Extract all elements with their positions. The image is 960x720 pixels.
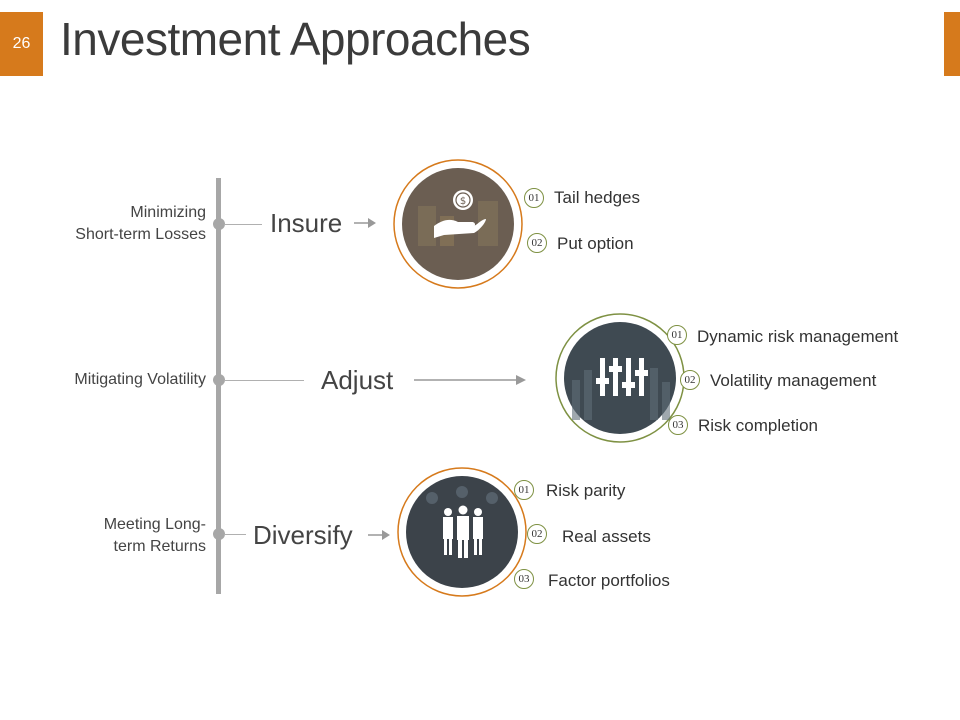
item-number-badge: 02 (527, 233, 547, 253)
list-item: Volatility management (710, 371, 877, 390)
item-number-badge: 01 (524, 188, 544, 208)
timeline-dot (213, 218, 225, 230)
timeline-dot (213, 374, 225, 386)
item-number-badge: 02 (680, 370, 700, 390)
goal-line: Short-term Losses (75, 226, 206, 243)
goal-line: Mitigating Volatility (74, 371, 206, 388)
list-item: Dynamic risk management (697, 327, 899, 346)
hand-holding-coin-icon: $ (434, 190, 486, 238)
goal-line: term Returns (113, 538, 206, 555)
list-item: Real assets (562, 527, 651, 546)
arrow-right-icon (414, 375, 526, 385)
approach-circle-diversify (392, 464, 542, 609)
list-item: Tail hedges (554, 188, 641, 207)
item-number-badge: 01 (514, 480, 534, 500)
list-item: Risk parity (546, 481, 626, 500)
approach-adjust: Adjust (321, 365, 394, 395)
group-of-people-icon (443, 505, 483, 558)
item-number-badge: 03 (514, 569, 534, 589)
connector-line (224, 224, 262, 225)
approach-diversify: Diversify (253, 520, 353, 550)
circle-graphic (555, 313, 685, 443)
goal-line: Minimizing (130, 204, 206, 221)
slide-number: 26 (0, 12, 43, 76)
approach-circle-insure: $ (388, 156, 538, 301)
accent-bar (944, 12, 960, 76)
svg-text:$: $ (460, 196, 466, 207)
goal-label-1: Minimizing Short-term Losses (40, 202, 206, 246)
list-item: Factor portfolios (548, 571, 670, 590)
approach-circle-adjust (546, 310, 696, 455)
goal-label-3: Meeting Long- term Returns (40, 514, 206, 558)
list-item: Put option (557, 234, 634, 253)
timeline-dot (213, 528, 225, 540)
arrow-right-icon (354, 218, 376, 228)
timeline-bar (216, 178, 221, 594)
item-number-badge: 02 (527, 524, 547, 544)
goal-label-2: Mitigating Volatility (40, 369, 206, 391)
page-title: Investment Approaches (60, 13, 531, 65)
list-item: Risk completion (698, 416, 818, 435)
goal-line: Meeting Long- (103, 516, 206, 533)
item-number-badge: 01 (667, 325, 687, 345)
equalizer-sliders-icon (596, 358, 648, 396)
arrow-right-icon (368, 530, 390, 540)
connector-line (224, 380, 304, 381)
item-number-badge: 03 (668, 415, 688, 435)
approach-insure: Insure (270, 208, 343, 238)
connector-line (224, 534, 246, 535)
